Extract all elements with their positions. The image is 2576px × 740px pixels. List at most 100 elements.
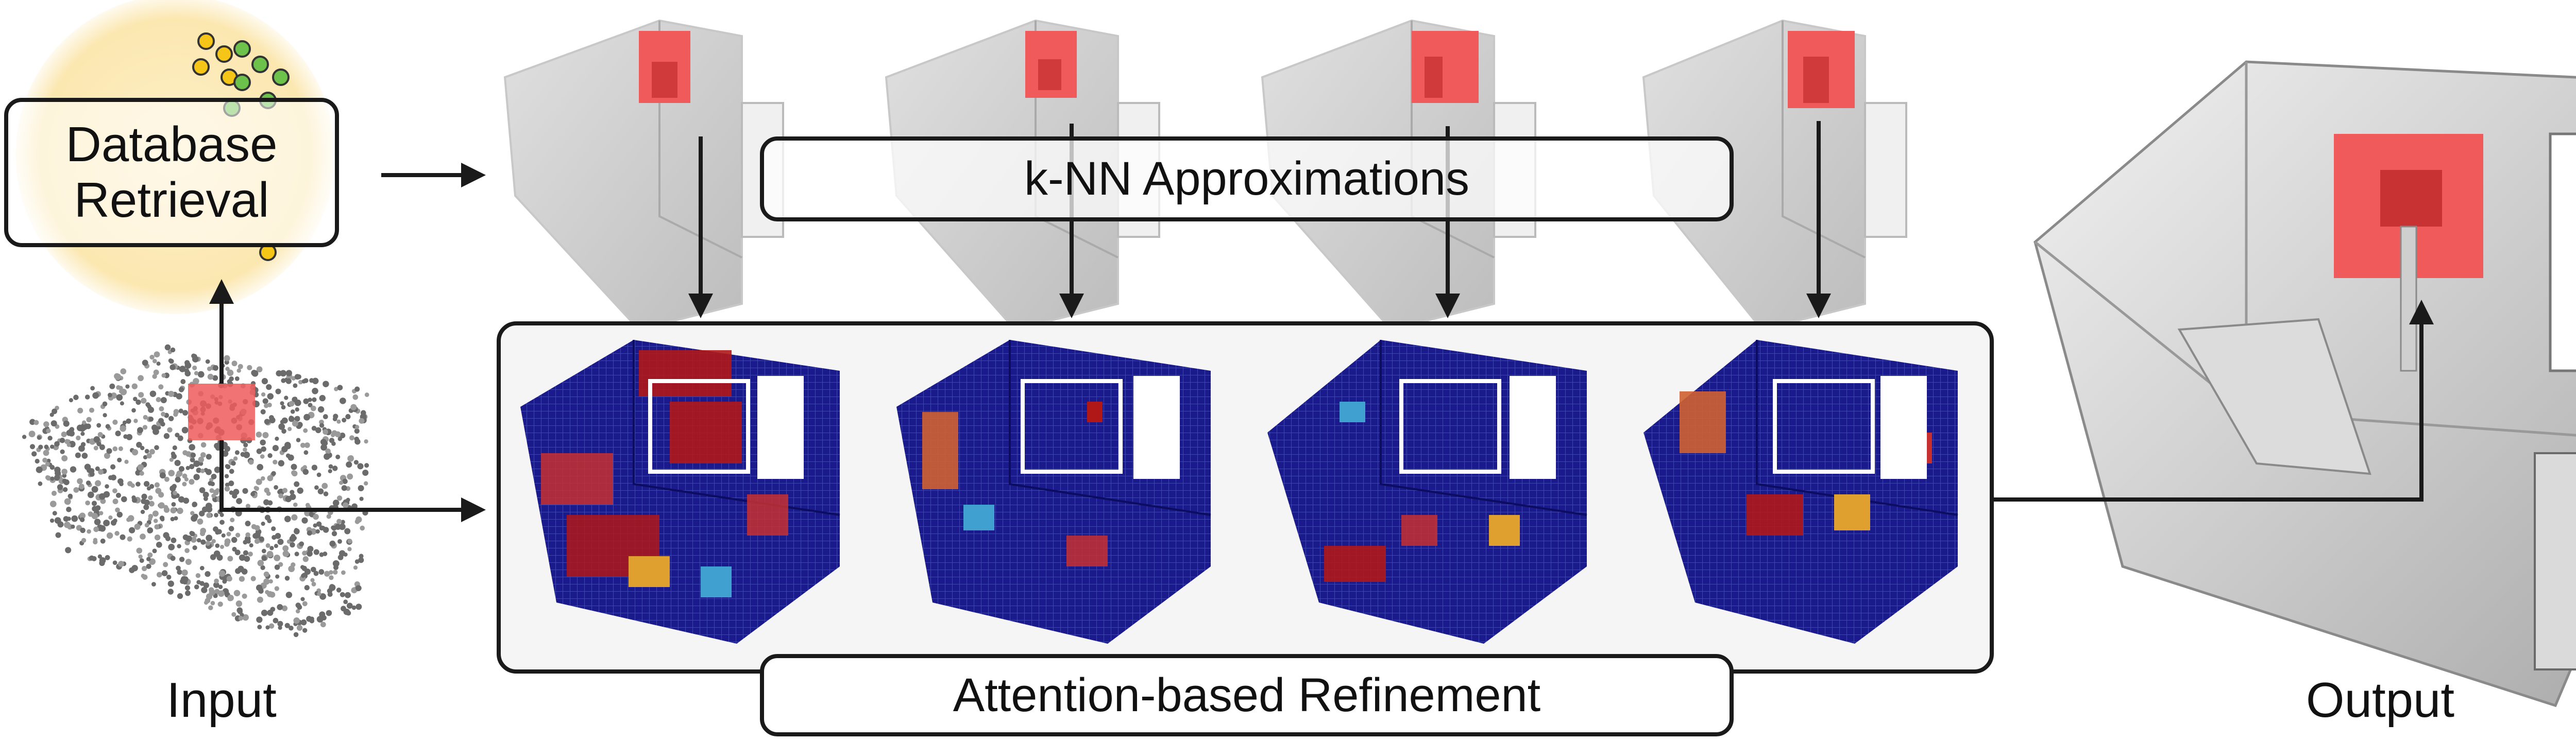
input-point — [29, 444, 36, 450]
input-point — [341, 485, 347, 491]
input-point — [288, 565, 295, 572]
database-point-yellow — [192, 58, 210, 76]
input-point — [96, 423, 101, 428]
input-point — [213, 365, 218, 371]
input-point — [197, 518, 204, 525]
input-point — [148, 495, 153, 501]
input-point — [54, 441, 60, 447]
input-point — [250, 491, 256, 496]
input-point — [112, 446, 118, 452]
input-point — [151, 582, 156, 587]
input-point — [261, 378, 268, 385]
input-point — [96, 441, 101, 446]
input-point — [228, 526, 234, 531]
database-point-green — [233, 74, 251, 91]
input-point — [117, 457, 122, 462]
input-point — [231, 461, 236, 466]
input-point — [99, 525, 106, 532]
input-point — [144, 500, 150, 506]
input-point — [89, 471, 95, 477]
input-point — [174, 459, 181, 467]
input-point — [100, 538, 106, 544]
input-point — [206, 512, 212, 518]
input-point — [323, 441, 328, 446]
input-point — [178, 387, 184, 392]
input-point — [362, 469, 369, 476]
input-point — [176, 393, 182, 400]
input-point — [153, 369, 159, 375]
input-point — [152, 510, 159, 517]
input-point — [156, 542, 162, 548]
input-point — [168, 416, 174, 422]
attention-heatmap-4 — [1643, 340, 1958, 644]
input-point — [331, 531, 337, 537]
input-point — [89, 407, 95, 413]
input-point — [247, 365, 252, 371]
input-point — [120, 534, 126, 540]
input-point — [336, 588, 342, 593]
input-point — [131, 449, 139, 456]
input-point — [55, 532, 61, 538]
input-point — [174, 516, 178, 521]
input-point — [323, 414, 328, 420]
input-point — [143, 455, 148, 460]
input-point — [332, 417, 337, 422]
input-point — [66, 507, 72, 512]
input-point — [142, 359, 148, 366]
input-point — [69, 430, 75, 437]
input-point — [194, 584, 199, 590]
input-point — [235, 600, 243, 607]
input-point — [256, 616, 263, 623]
input-point — [329, 438, 335, 443]
input-point — [327, 588, 333, 594]
input-point — [170, 507, 177, 514]
input-point — [244, 536, 251, 542]
input-point — [183, 497, 190, 504]
input-point — [200, 442, 207, 448]
input-point — [298, 380, 303, 385]
input-point — [239, 554, 246, 561]
input-point — [99, 511, 104, 515]
input-point — [364, 463, 369, 468]
input-point — [129, 567, 135, 573]
input-point — [260, 565, 265, 570]
input-point — [61, 431, 67, 438]
input-point — [290, 542, 295, 548]
input-point — [177, 593, 183, 599]
input-point — [203, 582, 209, 589]
input-point — [225, 483, 230, 487]
input-point — [260, 439, 266, 445]
input-point — [301, 517, 308, 524]
input-point — [340, 398, 346, 404]
input-point — [180, 379, 186, 384]
input-point — [152, 358, 157, 364]
input-point — [154, 351, 160, 358]
input-point — [76, 424, 83, 432]
input-point — [278, 423, 285, 430]
input-point — [169, 457, 174, 462]
input-point — [295, 609, 300, 614]
input-point — [296, 438, 301, 442]
input-point — [289, 416, 294, 420]
input-point — [198, 461, 204, 466]
input-point — [336, 419, 341, 424]
input-point — [121, 496, 127, 503]
input-point — [144, 449, 149, 454]
arrow-attention-to-output — [1992, 300, 2434, 502]
input-point — [261, 556, 267, 561]
input-point — [275, 436, 279, 441]
input-point — [267, 393, 274, 400]
input-point — [122, 420, 127, 425]
input-point — [99, 557, 106, 564]
input-point — [143, 504, 149, 510]
input-point — [275, 388, 281, 394]
input-point — [313, 523, 317, 528]
input-point — [349, 435, 354, 441]
input-point — [302, 556, 309, 562]
input-point — [219, 544, 225, 549]
input-point — [87, 491, 94, 498]
input-point — [170, 517, 175, 522]
input-point — [49, 501, 57, 507]
input-point — [208, 481, 213, 486]
input-point — [148, 501, 155, 507]
